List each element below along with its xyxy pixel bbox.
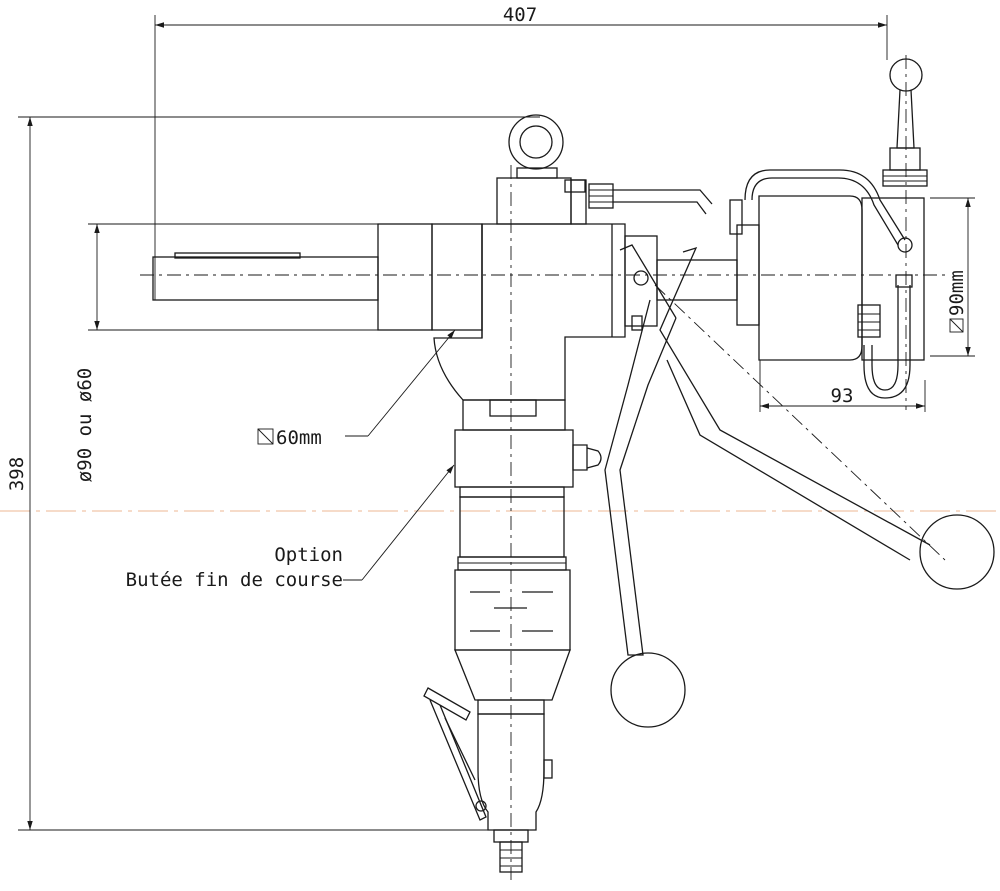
dim-407-label: 407 bbox=[503, 4, 537, 26]
dim-398-label: 398 bbox=[6, 457, 28, 491]
control-lever bbox=[882, 58, 928, 187]
callout-square-60: 60mm bbox=[257, 329, 456, 449]
square-60-symbol-icon bbox=[257, 428, 274, 445]
option-title: Option bbox=[274, 544, 343, 566]
dim-90-label: 90mm bbox=[946, 270, 968, 316]
dimension-square-90: 90mm bbox=[930, 197, 975, 357]
right-handle-ball bbox=[919, 514, 995, 590]
main-body bbox=[433, 114, 713, 401]
motor-housing bbox=[744, 169, 925, 399]
square-symbol-icon bbox=[949, 318, 964, 333]
dimension-clamp-diameter: ø90 ou ø60 bbox=[74, 223, 380, 482]
dimension-407: 407 bbox=[154, 4, 888, 300]
option-text: Butée fin de course bbox=[126, 569, 343, 591]
left-handle bbox=[604, 244, 686, 728]
eye-bolt bbox=[508, 114, 564, 170]
dim-93-label: 93 bbox=[831, 385, 854, 407]
square-60-label: 60mm bbox=[276, 427, 322, 449]
motor-shaft bbox=[656, 199, 760, 326]
callout-option-stop: Option Butée fin de course bbox=[126, 464, 455, 591]
lower-column bbox=[423, 399, 602, 873]
right-handle bbox=[659, 246, 995, 590]
dimension-93: 93 bbox=[759, 360, 926, 412]
handle-centerline bbox=[654, 284, 946, 561]
dimension-398: 398 bbox=[6, 116, 540, 831]
left-handle-ball bbox=[610, 652, 686, 728]
dim-clamp-label: ø90 ou ø60 bbox=[74, 368, 96, 482]
clamp-mandrel bbox=[152, 223, 483, 331]
